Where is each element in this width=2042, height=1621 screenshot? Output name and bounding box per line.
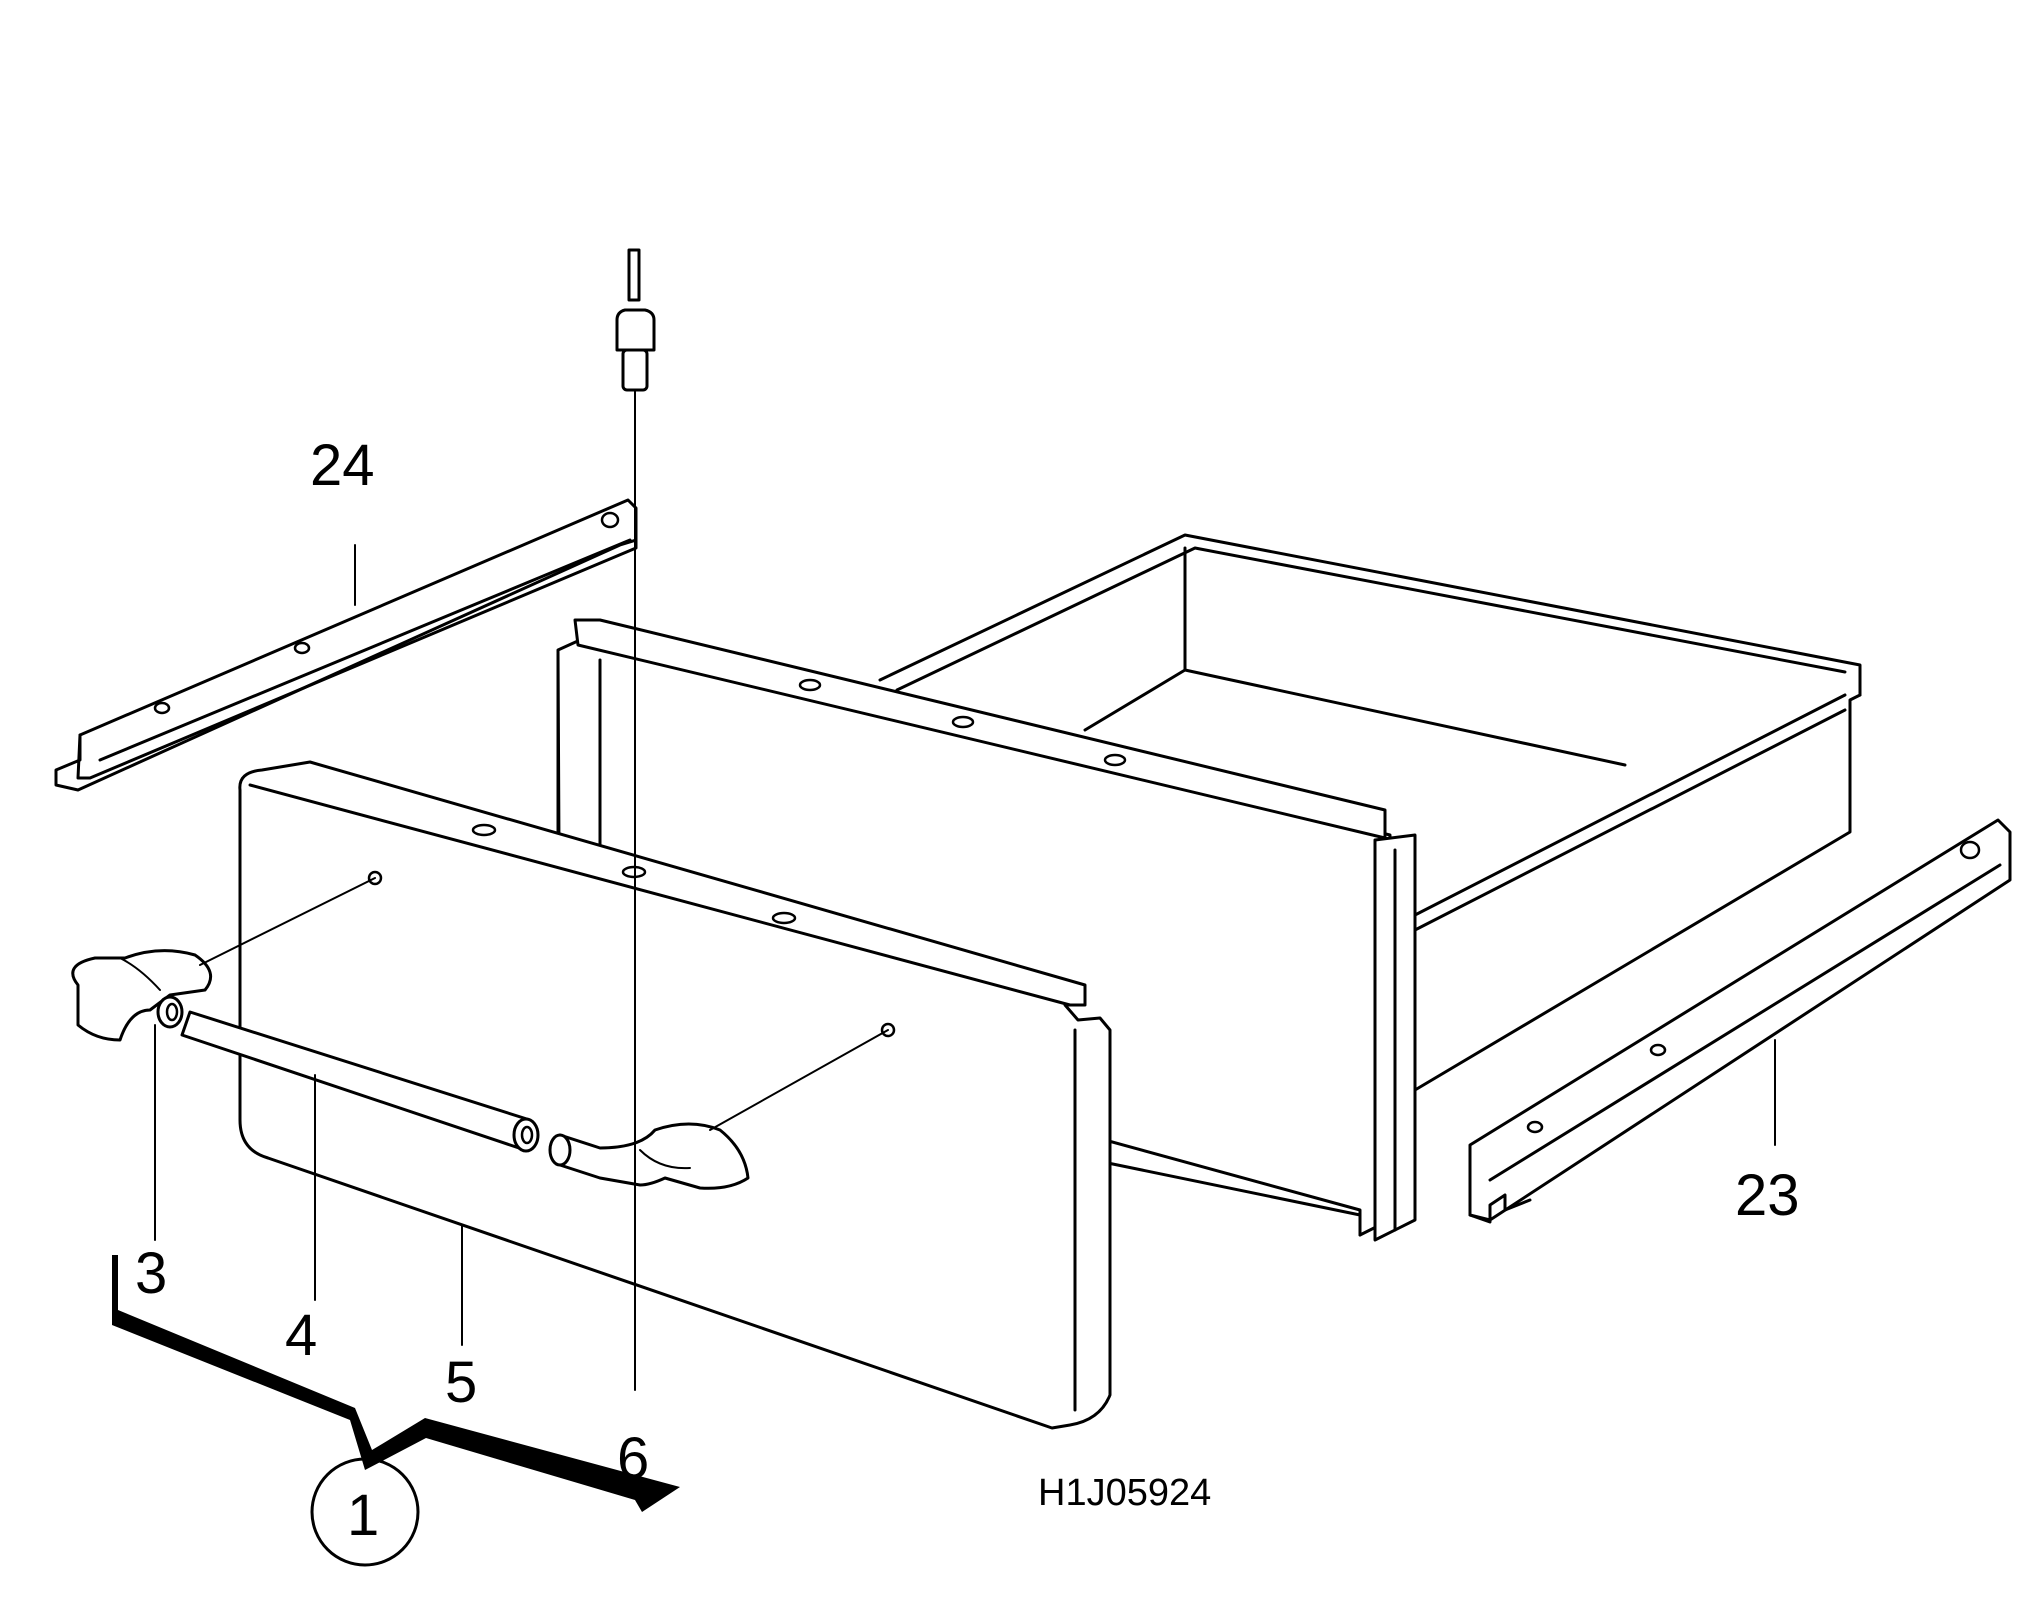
leader-lines — [154, 389, 1776, 1391]
assembly-circle — [310, 1457, 420, 1567]
callout-3: 3 — [135, 1241, 167, 1306]
front-panel — [238, 760, 1112, 1430]
callout-24: 24 — [310, 433, 375, 498]
slide-rail-24 — [54, 498, 638, 792]
callout-1: 1 — [347, 1483, 379, 1548]
handle-end-cap-right — [548, 1122, 750, 1190]
callout-23: 23 — [1735, 1163, 1800, 1228]
assembly-bracket — [112, 1255, 680, 1512]
callout-4: 4 — [285, 1303, 317, 1368]
screw-hole — [471, 823, 497, 837]
callout-5: 5 — [445, 1350, 477, 1415]
handle-end-cap-left — [71, 949, 213, 1042]
screw-hole — [951, 715, 975, 729]
reference-code: H1J05924 — [1038, 1472, 1211, 1514]
callout-6: 6 — [617, 1426, 649, 1491]
screw-hole — [771, 911, 797, 925]
screw-hole — [798, 678, 822, 692]
slide-rail-23 — [1468, 818, 2012, 1224]
handle-bar — [180, 1010, 540, 1153]
screw-hole — [1103, 753, 1127, 767]
rivet-6 — [615, 248, 656, 392]
